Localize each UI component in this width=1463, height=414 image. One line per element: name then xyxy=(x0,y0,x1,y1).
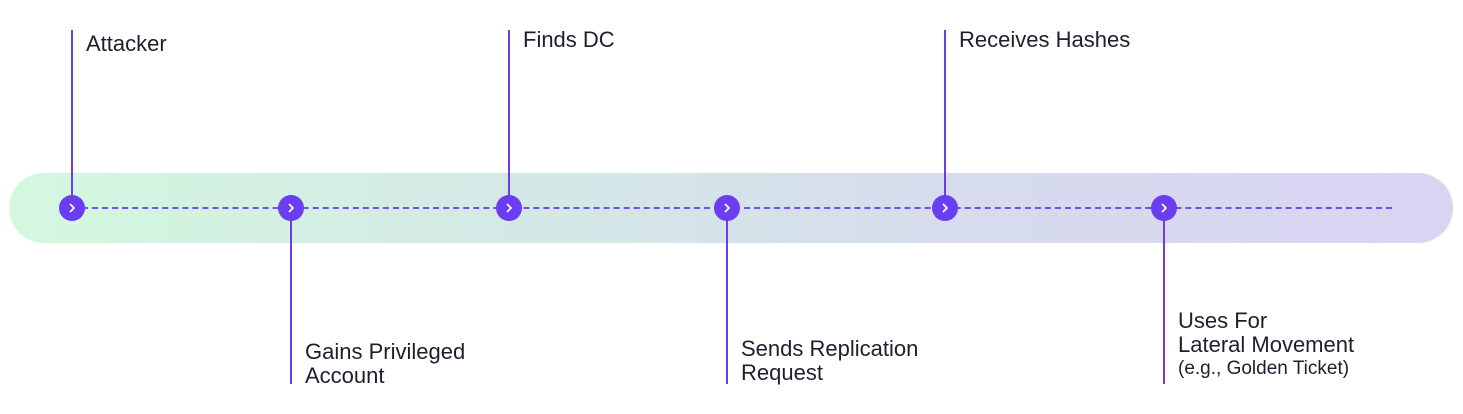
chevron-right-icon xyxy=(69,203,75,213)
step-6-label-line-2: Lateral Movement xyxy=(1178,332,1355,357)
step-4-connector xyxy=(726,208,728,384)
step-3-label-line-1: Finds DC xyxy=(523,27,615,52)
chevron-right-icon xyxy=(506,203,512,213)
step-2-node xyxy=(278,195,304,221)
step-6-connector xyxy=(1163,208,1165,384)
step-4-label-line-2: Request xyxy=(741,360,823,385)
chevron-right-icon xyxy=(1161,203,1167,213)
step-4-node xyxy=(714,195,740,221)
step-3-node xyxy=(496,195,522,221)
chevron-right-icon xyxy=(288,203,294,213)
step-3-connector xyxy=(508,30,510,208)
step-3-label: Finds DC xyxy=(523,28,615,52)
step-1-label-line-1: Attacker xyxy=(86,31,167,56)
step-2-label-line-2: Account xyxy=(305,363,385,388)
step-1-node xyxy=(59,195,85,221)
step-5-label: Receives Hashes xyxy=(959,28,1130,52)
step-6-label-note: (e.g., Golden Ticket) xyxy=(1178,358,1350,379)
chevron-right-icon xyxy=(942,203,948,213)
step-1-label: Attacker xyxy=(86,32,167,56)
step-2-connector xyxy=(290,208,292,384)
step-5-node xyxy=(932,195,958,221)
step-2-label-line-1: Gains Privileged xyxy=(305,339,466,364)
step-4-label: Sends Replication Request xyxy=(741,337,918,385)
step-1-connector xyxy=(71,30,73,208)
step-6-node xyxy=(1151,195,1177,221)
step-6-label-line-1: Uses For xyxy=(1178,308,1268,333)
chevron-right-icon xyxy=(724,203,730,213)
step-2-label: Gains Privileged Account xyxy=(305,340,465,388)
step-6-label: Uses For Lateral Movement (e.g., Golden … xyxy=(1178,309,1354,381)
step-5-connector xyxy=(944,30,946,208)
step-4-label-line-1: Sends Replication xyxy=(741,336,919,361)
step-5-label-line-1: Receives Hashes xyxy=(959,27,1131,52)
